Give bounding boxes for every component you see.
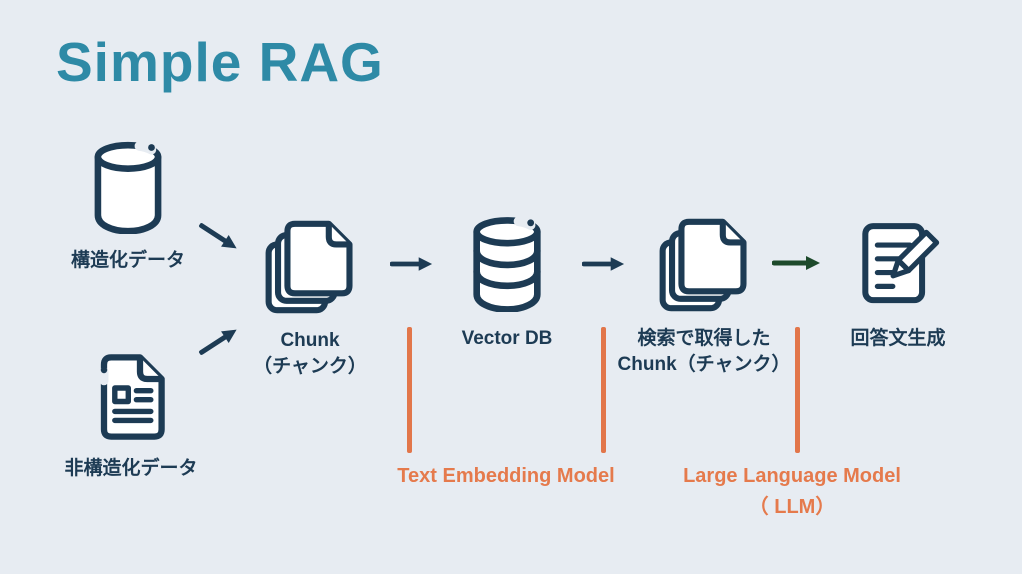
document-stack-icon bbox=[265, 220, 353, 314]
pipeline-node-retrieved-chunk: 検索で取得した Chunk（チャンク） bbox=[609, 218, 799, 378]
llm-label-line2: （ LLM） bbox=[748, 496, 836, 518]
unstructured-data-label: 非構造化データ bbox=[64, 458, 198, 479]
flow-arrow-3-icon bbox=[772, 256, 820, 270]
document-stack-icon bbox=[659, 218, 747, 312]
document-icon bbox=[99, 354, 165, 440]
chunk-label-line2: （チャンク） bbox=[253, 356, 367, 377]
pipeline-node-chunk: Chunk （チャンク） bbox=[215, 220, 405, 380]
chunk-label: Chunk （チャンク） bbox=[253, 328, 367, 380]
source-structured-data: 構造化データ bbox=[38, 140, 218, 274]
database-icon bbox=[94, 141, 162, 234]
retrieved-chunk-label-line2: Chunk（チャンク） bbox=[617, 354, 791, 375]
structured-data-label: 構造化データ bbox=[70, 250, 185, 271]
pipeline-node-answer-generation: 回答文生成 bbox=[803, 216, 993, 352]
source-unstructured-data: 非構造化データ bbox=[41, 352, 221, 482]
large-language-model-label: Large Language Model （ LLM） bbox=[642, 461, 942, 523]
retrieved-chunk-label: 検索で取得した Chunk（チャンク） bbox=[618, 326, 791, 378]
vector-database-icon bbox=[473, 216, 541, 312]
text-embedding-model-label: Text Embedding Model bbox=[397, 465, 615, 487]
page-title: Simple RAG bbox=[56, 31, 384, 93]
retrieved-chunk-label-line1: 検索で取得した bbox=[637, 328, 771, 349]
chunk-label-line1: Chunk bbox=[280, 330, 340, 351]
flow-arrow-2-icon bbox=[582, 257, 625, 271]
pipeline-node-vector-db: Vector DB bbox=[412, 216, 602, 352]
vector-db-label: Vector DB bbox=[461, 328, 553, 349]
embedding-model-marker-line-right bbox=[601, 327, 606, 453]
document-pencil-icon bbox=[862, 223, 940, 304]
arrow-down-right-icon bbox=[198, 223, 237, 249]
answer-generation-label: 回答文生成 bbox=[850, 328, 946, 349]
llm-label-line1: Large Language Model bbox=[683, 465, 901, 487]
llm-marker-line bbox=[795, 327, 800, 453]
arrow-up-right-icon bbox=[198, 329, 237, 355]
embedding-model-marker-line-left bbox=[407, 327, 412, 453]
flow-arrow-1-icon bbox=[390, 257, 433, 271]
